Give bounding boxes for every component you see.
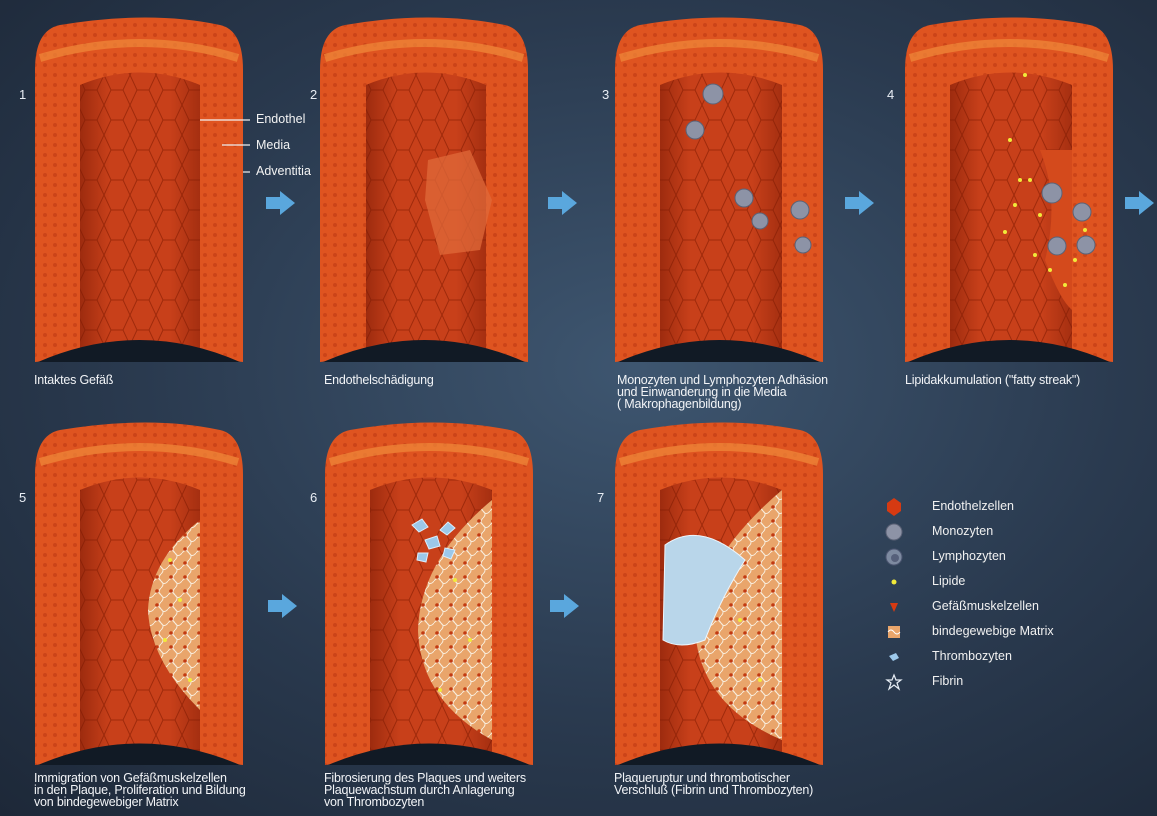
endothelial-cell-icon bbox=[884, 497, 904, 517]
label-media: Media bbox=[256, 138, 290, 152]
legend-item-lipide: Lipide bbox=[884, 571, 1144, 596]
vessel-5 bbox=[35, 423, 243, 766]
caption-panel-4: Lipidakkumulation ("fatty streak") bbox=[905, 374, 1080, 386]
legend-label: Monozyten bbox=[932, 524, 993, 538]
fibrin-icon bbox=[884, 672, 904, 692]
caption-panel-3: Monozyten und Lymphozyten Adhäsion und E… bbox=[617, 374, 828, 410]
caption-panel-1: Intaktes Gefäß bbox=[34, 374, 113, 386]
caption-panel-5: Immigration von Gefäßmuskelzellen in den… bbox=[34, 772, 246, 808]
caption-panel-6: Fibrosierung des Plaques und weiters Pla… bbox=[324, 772, 526, 808]
vessel-3 bbox=[615, 18, 823, 363]
smooth-muscle-cell-icon bbox=[884, 597, 904, 617]
panel-4-number: 4 bbox=[887, 87, 894, 102]
legend-item-gefaessmuskelzellen: Gefäßmuskelzellen bbox=[884, 596, 1144, 621]
legend-label: Lymphozyten bbox=[932, 549, 1006, 563]
vessel-6 bbox=[325, 423, 533, 766]
legend-item-lymphozyten: Lymphozyten bbox=[884, 546, 1144, 571]
legend-label: bindegewebige Matrix bbox=[932, 624, 1054, 638]
lymphocyte-icon bbox=[884, 547, 904, 567]
panel-1-number: 1 bbox=[19, 87, 26, 102]
vessel-1 bbox=[35, 18, 243, 363]
legend-item-monozyten: Monozyten bbox=[884, 521, 1144, 546]
panel-5-number: 5 bbox=[19, 490, 26, 505]
panel-3-number: 3 bbox=[602, 87, 609, 102]
panel-7-number: 7 bbox=[597, 490, 604, 505]
legend-label: Endothelzellen bbox=[932, 499, 1014, 513]
monocyte-icon bbox=[884, 522, 904, 542]
legend-item-matrix: bindegewebige Matrix bbox=[884, 621, 1144, 646]
platelet-icon bbox=[884, 647, 904, 667]
legend-label: Fibrin bbox=[932, 674, 963, 688]
legend-label: Gefäßmuskelzellen bbox=[932, 599, 1039, 613]
caption-panel-7: Plaqueruptur und thrombotischer Verschlu… bbox=[614, 772, 813, 796]
lipid-dot-icon bbox=[884, 572, 904, 592]
vessel-2 bbox=[320, 18, 528, 363]
legend-item-thrombozyten: Thrombozyten bbox=[884, 646, 1144, 671]
panel-6-number: 6 bbox=[310, 490, 317, 505]
legend-label: Lipide bbox=[932, 574, 965, 588]
vessel-7 bbox=[615, 423, 823, 766]
caption-panel-2: Endothelschädigung bbox=[324, 374, 434, 386]
vessel-4 bbox=[905, 18, 1113, 363]
legend: Endothelzellen Monozyten Lymphozyten Lip… bbox=[884, 496, 1144, 696]
matrix-icon bbox=[884, 622, 904, 642]
legend-label: Thrombozyten bbox=[932, 649, 1012, 663]
panel-2-number: 2 bbox=[310, 87, 317, 102]
label-adventitia: Adventitia bbox=[256, 164, 311, 178]
label-endothel: Endothel bbox=[256, 112, 305, 126]
legend-item-endothelzellen: Endothelzellen bbox=[884, 496, 1144, 521]
legend-item-fibrin: Fibrin bbox=[884, 671, 1144, 696]
